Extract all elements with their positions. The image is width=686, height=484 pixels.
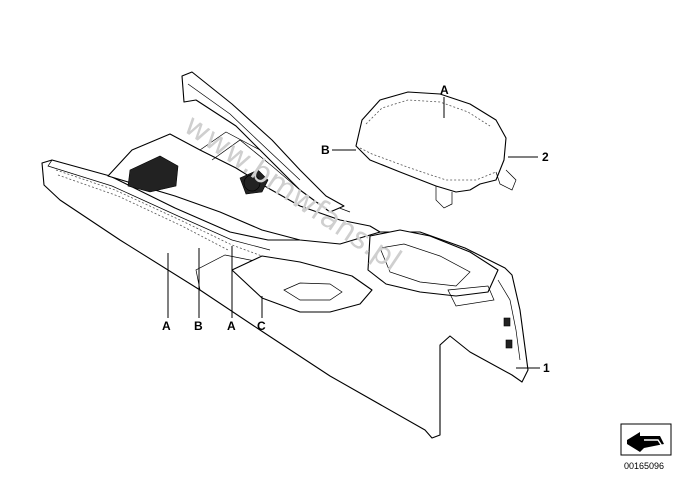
center-console [41,71,529,439]
reference-number: 00165096 [624,461,664,471]
armrest [355,91,517,209]
label-armrest-number: 2 [542,150,549,164]
label-console-a2: A [227,319,236,333]
leader-lines [167,97,540,369]
exploded-view-icon [620,423,672,456]
label-console-number: 1 [543,361,550,375]
label-armrest-b: B [321,143,330,157]
label-console-c: C [257,319,266,333]
label-console-b: B [194,319,203,333]
label-armrest-a: A [440,83,449,97]
label-console-a1: A [162,319,171,333]
